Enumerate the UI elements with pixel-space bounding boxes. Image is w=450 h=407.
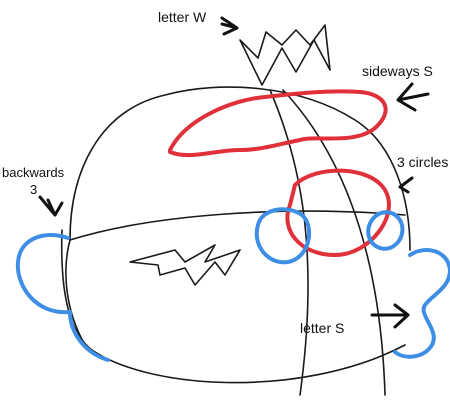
mustache-zigzag [129,244,241,286]
crown-w-shape [239,24,331,86]
arrow-sideways-s [396,82,430,112]
label-sideways-s: sideways S [362,63,433,79]
label-three-circles: 3 circles [397,154,448,170]
label-letter-s: letter S [300,320,344,336]
horizontal-guide-line [69,210,406,241]
head-bottom [84,344,406,384]
sideways-s-shape [168,89,388,158]
arrow-letter-w [220,16,239,36]
arrow-three-circles [398,176,414,194]
label-letter-w: letter W [158,9,207,25]
arrow-backwards-3 [38,195,64,217]
letter-s-ear [393,248,450,359]
blue-circle-left [254,207,312,265]
face-line [60,229,101,356]
vertical-guide-line-2 [282,89,386,396]
red-circle-middle [285,168,391,257]
backwards-3-ear [15,233,110,362]
label-backwards-3-line1: backwards [2,165,65,180]
head-left-side [65,239,86,346]
vertical-guide-line [269,89,309,396]
label-backwards-3-line2: 3 [30,182,37,197]
arrow-letter-s [370,303,410,329]
head-outline [69,86,411,251]
blue-circle-right [366,210,405,251]
